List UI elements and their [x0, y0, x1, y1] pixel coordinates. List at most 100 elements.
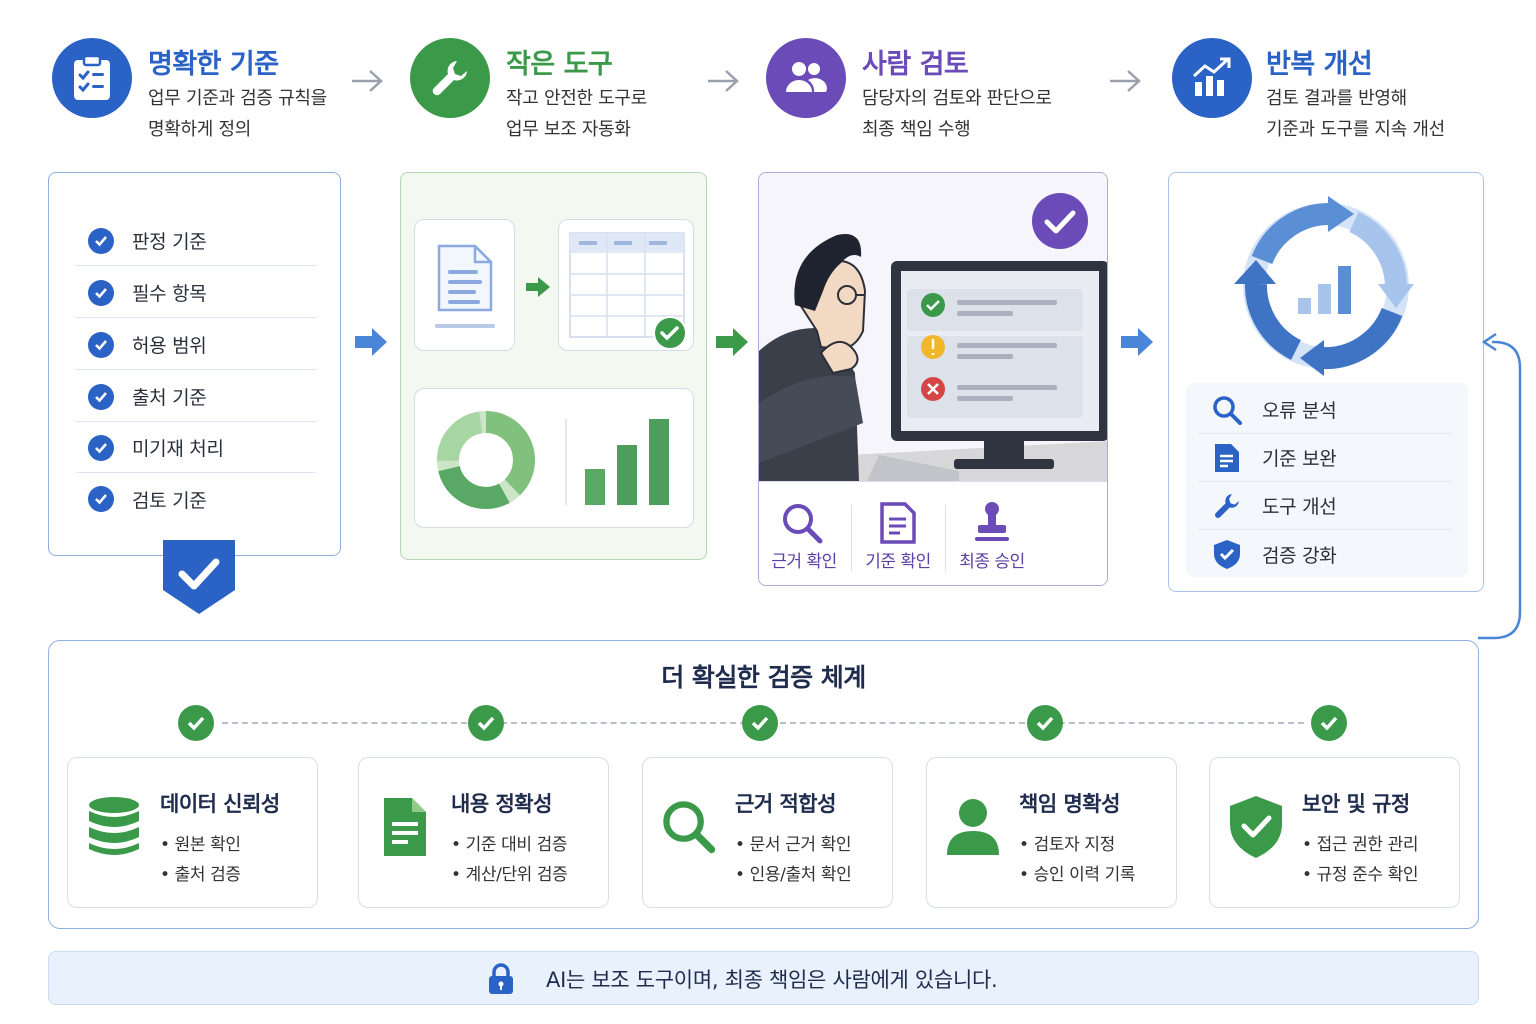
step-desc-tools: 작고 안전한 도구로 업무 보조 자동화: [506, 83, 647, 145]
improve-item: 도구 개선: [1198, 482, 1452, 530]
criteria-label: 판정 기준: [132, 231, 207, 253]
step-desc-improve: 검토 결과를 반영해 기준과 도구를 지속 개선: [1266, 83, 1445, 145]
document-icon: [1210, 441, 1244, 475]
check-circle-icon: [178, 705, 214, 741]
step-title-improve: 반복 개선: [1266, 49, 1373, 80]
divider: [565, 419, 567, 505]
lock-icon: [489, 963, 513, 994]
step-desc-review: 담당자의 검토와 판단으로 최종 책임 수행: [862, 83, 1052, 145]
cycle-arrows-icon: [1234, 196, 1414, 376]
check-circle-icon: [1311, 705, 1347, 741]
check-circle-icon: [88, 383, 114, 410]
improve-item: 검증 강화: [1198, 530, 1452, 578]
verify-card-bullet: • 계산/단위 검증: [451, 865, 568, 885]
verify-card-title: 내용 정확성: [451, 792, 552, 816]
check-circle-icon: [468, 705, 504, 741]
improve-label: 오류 분석: [1262, 400, 1337, 422]
verify-card-bullet: • 인용/출처 확인: [735, 865, 852, 885]
arrow-right-icon: [355, 328, 387, 356]
responsibility-note-bar: [48, 951, 1479, 1005]
criteria-label: 필수 항목: [132, 283, 207, 305]
shield-check-icon: [1228, 792, 1284, 862]
review-action-criteria[interactable]: 기준 확인: [852, 497, 944, 577]
check-circle-icon: [88, 227, 114, 254]
shield-check-icon: [1210, 537, 1244, 571]
arrow-right-icon: [526, 277, 550, 297]
step-desc-line: 기준과 도구를 지속 개선: [1266, 119, 1445, 140]
document-icon: [880, 502, 916, 544]
improve-item: 기준 보완: [1198, 434, 1452, 482]
clipboard-check-icon: [52, 38, 132, 118]
verify-card-bullet: • 승인 이력 기록: [1019, 865, 1136, 885]
search-icon: [1210, 393, 1244, 427]
check-circle-icon: [88, 434, 114, 461]
analytics-card: [414, 388, 694, 528]
criteria-label: 출처 기준: [132, 387, 207, 409]
review-action-approve[interactable]: 최종 승인: [946, 497, 1038, 577]
review-action-label: 근거 확인: [771, 552, 837, 572]
table-card: [558, 219, 694, 351]
arrow-right-icon: [716, 328, 748, 356]
verify-card-bullet: • 원본 확인: [160, 835, 241, 855]
arrow-right-icon: [708, 70, 739, 92]
verify-card-evidence: 근거 적합성 • 문서 근거 확인 • 인용/출처 확인: [642, 757, 893, 908]
step-title-criteria: 명확한 기준: [148, 49, 279, 80]
check-circle-icon: [1032, 193, 1088, 249]
step-title-review: 사람 검토: [862, 49, 969, 80]
reviewer-illustration: [759, 173, 1107, 481]
verify-card-title: 데이터 신뢰성: [160, 792, 280, 816]
criteria-label: 미기재 처리: [132, 438, 224, 460]
criteria-item: 검토 기준: [76, 474, 316, 524]
verification-title: 더 확실한 검증 체계: [661, 663, 866, 692]
divider: [945, 505, 946, 571]
review-panel: [758, 172, 1108, 586]
verify-card-content: 내용 정확성 • 기준 대비 검증 • 계산/단위 검증: [358, 757, 609, 908]
wrench-icon: [1210, 489, 1244, 523]
arrow-right-icon: [1121, 328, 1153, 356]
bar-chart-icon: [585, 419, 669, 505]
verify-card-title: 책임 명확성: [1019, 792, 1120, 816]
verify-card-security: 보안 및 규정 • 접근 권한 관리 • 규정 준수 확인: [1209, 757, 1460, 908]
verify-card-bullet: • 접근 권한 관리: [1302, 835, 1419, 855]
step-desc-criteria: 업무 기준과 검증 규칙을 명확하게 정의: [148, 83, 327, 145]
arrow-right-icon: [352, 70, 383, 92]
check-circle-icon: [742, 705, 778, 741]
check-circle-icon: [88, 279, 114, 306]
improve-label: 검증 강화: [1262, 544, 1337, 567]
verify-card-title: 근거 적합성: [735, 792, 836, 816]
review-actions-bar: [759, 481, 1107, 585]
improve-label: 도구 개선: [1262, 496, 1337, 518]
wrench-icon: [410, 38, 490, 118]
check-circle-icon: [653, 316, 687, 350]
arrow-right-icon: [1110, 70, 1141, 92]
divider: [851, 505, 852, 571]
users-icon: [766, 38, 846, 118]
criteria-item: 출처 기준: [76, 372, 316, 422]
step-desc-line: 업무 보조 자동화: [506, 119, 631, 140]
check-circle-icon: [88, 486, 114, 512]
step-desc-line: 최종 책임 수행: [862, 119, 971, 140]
step-desc-line: 명확하게 정의: [148, 119, 251, 140]
verify-card-bullet: • 기준 대비 검증: [451, 835, 568, 855]
document-card: [414, 219, 515, 351]
person-icon: [945, 792, 1001, 862]
check-circle-icon: [88, 331, 114, 358]
check-circle-icon: [1027, 705, 1063, 741]
shield-check-icon: [163, 540, 235, 614]
step-desc-line: 작고 안전한 도구로: [506, 88, 647, 109]
donut-chart-icon: [437, 411, 535, 509]
review-action-label: 최종 승인: [959, 552, 1025, 572]
verify-card-bullet: • 출처 검증: [160, 865, 241, 885]
stamp-icon: [975, 502, 1009, 541]
verify-card-bullet: • 검토자 지정: [1019, 835, 1115, 855]
document-icon: [377, 792, 433, 862]
review-action-evidence[interactable]: 근거 확인: [758, 497, 850, 577]
search-icon: [783, 504, 823, 544]
step-desc-line: 업무 기준과 검증 규칙을: [148, 88, 327, 109]
improve-label: 기준 보완: [1262, 448, 1337, 470]
chart-up-icon: [1172, 38, 1252, 118]
step-desc-line: 담당자의 검토와 판단으로: [862, 88, 1052, 109]
document-icon: [435, 244, 495, 328]
search-icon: [661, 792, 717, 862]
verify-card-accountability: 책임 명확성 • 검토자 지정 • 승인 이력 기록: [926, 757, 1177, 908]
